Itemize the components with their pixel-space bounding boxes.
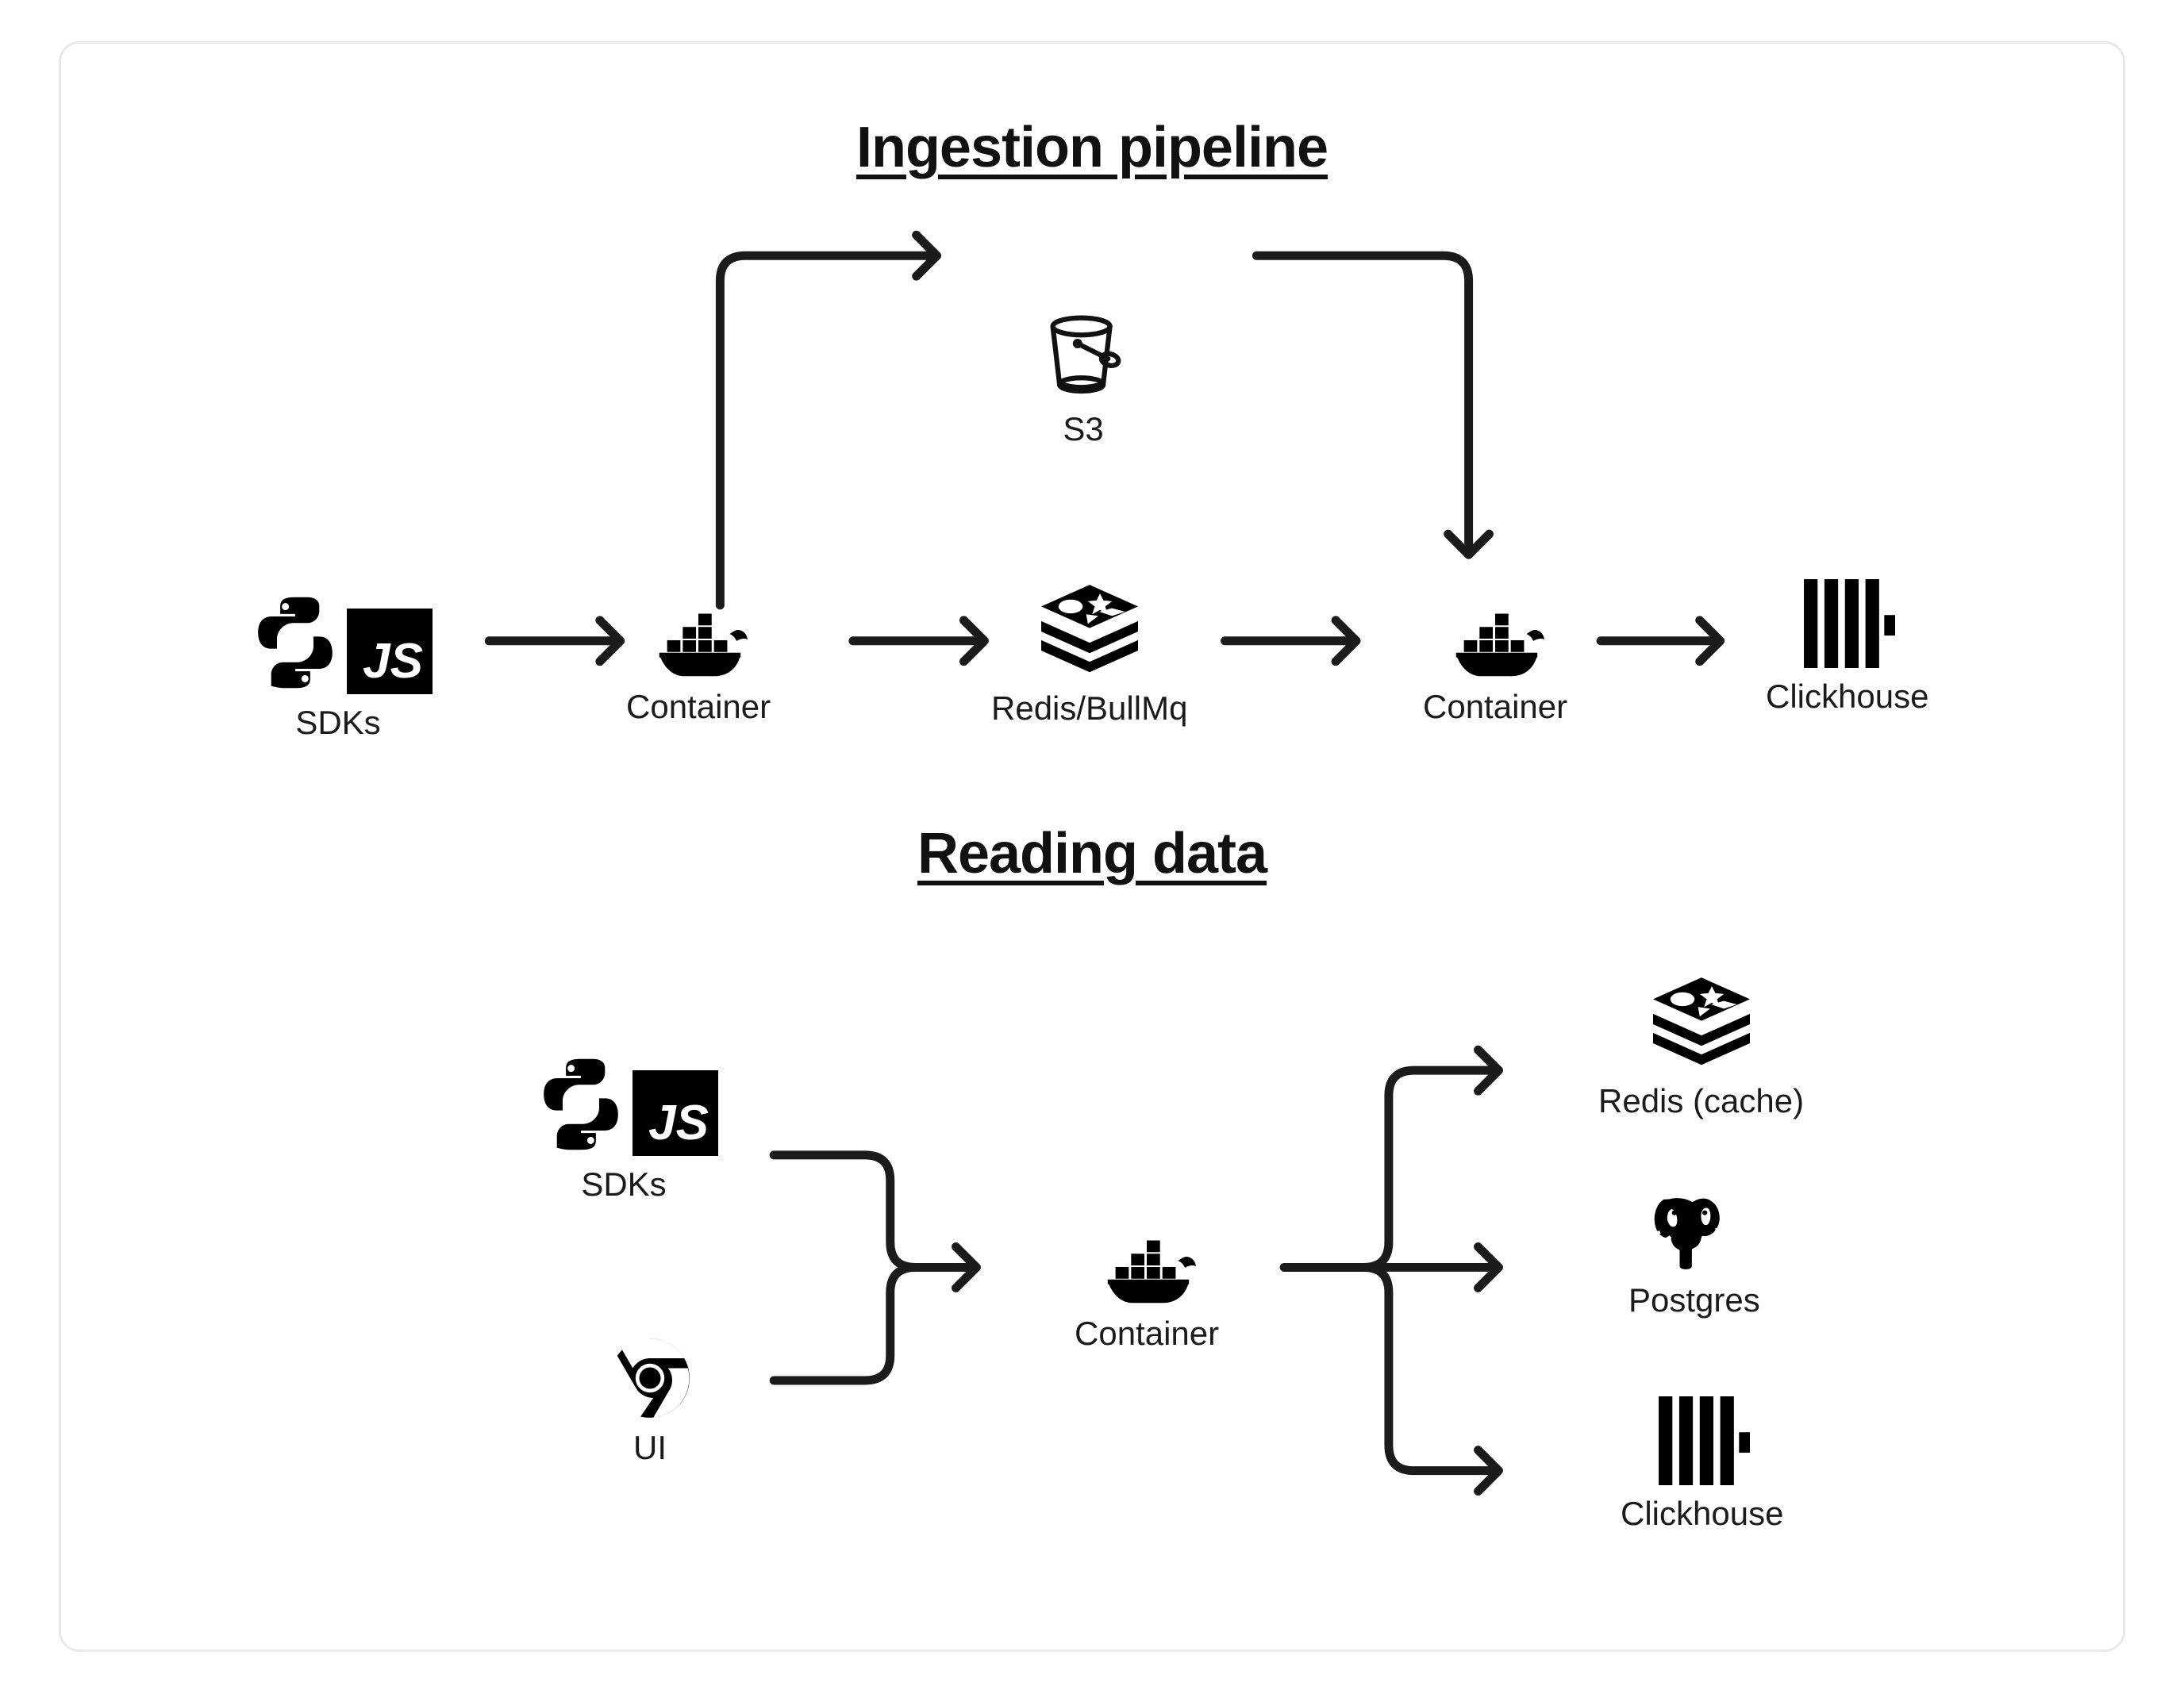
connector-layer <box>484 44 2123 1649</box>
chrome-browser-icon <box>609 1337 691 1419</box>
node-label: Postgres <box>1628 1281 1760 1319</box>
node-clickhouse-read[interactable]: Clickhouse <box>1621 1396 1783 1533</box>
javascript-logo-icon: JS <box>347 609 433 694</box>
edge-container-worker-to-clickhouse <box>1596 620 1721 662</box>
node-container-read[interactable]: Container <box>1075 1226 1219 1353</box>
node-redis-cache[interactable]: Redis (cache) <box>1598 976 1804 1120</box>
node-label: Container <box>1423 688 1568 725</box>
node-container-worker[interactable]: Container <box>1423 599 1567 726</box>
node-redis-bullmq[interactable]: Redis/BullMq <box>991 583 1187 728</box>
js-text: JS <box>648 1096 709 1150</box>
docker-whale-icon <box>648 599 748 678</box>
python-js-sdks-icon: JS <box>244 591 433 694</box>
diagram-card: Ingestion pipeline Reading data <box>59 41 2125 1652</box>
docker-whale-icon <box>1445 599 1545 678</box>
edge-sdks-to-container <box>484 620 621 662</box>
node-postgres[interactable]: Postgres <box>1628 1177 1760 1319</box>
clickhouse-bars-icon <box>1800 579 1895 668</box>
node-label: Clickhouse <box>1621 1495 1784 1532</box>
postgres-elephant-icon <box>1647 1177 1742 1272</box>
edge-container-to-redis <box>848 620 985 662</box>
docker-whale-icon <box>1097 1226 1197 1305</box>
node-ui-chrome[interactable]: UI <box>609 1337 691 1467</box>
diagram-canvas: Ingestion pipeline Reading data <box>61 44 2123 1649</box>
edge-sdks-to-container-read <box>769 1150 976 1272</box>
node-sdks-read[interactable]: JS SDKs <box>529 1053 718 1204</box>
node-label: Container <box>1075 1315 1220 1352</box>
clickhouse-bars-icon <box>1655 1396 1750 1485</box>
node-clickhouse-ingest[interactable]: Clickhouse <box>1766 579 1928 716</box>
section-title-ingestion: Ingestion pipeline <box>856 116 1328 179</box>
node-label: UI <box>633 1429 667 1466</box>
section-title-reading: Reading data <box>917 822 1267 885</box>
s3-bucket-icon <box>1036 305 1131 401</box>
javascript-logo-icon: JS <box>633 1070 718 1156</box>
node-label: Redis/BullMq <box>991 689 1188 727</box>
node-label: SDKs <box>295 704 381 741</box>
edge-container-to-clickhouse-read <box>1279 1262 1498 1491</box>
edge-container-to-s3 <box>715 235 936 610</box>
js-text: JS <box>363 634 423 689</box>
node-label: S3 <box>1063 410 1104 447</box>
node-label: Clickhouse <box>1766 678 1929 715</box>
node-label: SDKs <box>581 1165 667 1203</box>
node-sdks-ingest[interactable]: JS SDKs <box>244 591 433 742</box>
edge-redis-to-container-worker <box>1221 620 1357 662</box>
python-logo-icon <box>258 597 333 689</box>
edge-s3-to-container-worker <box>1252 251 1489 555</box>
python-js-sdks-icon: JS <box>529 1053 718 1156</box>
node-container-ingest[interactable]: Container <box>626 599 771 726</box>
python-logo-icon <box>544 1058 618 1150</box>
node-label: Redis (cache) <box>1598 1082 1805 1119</box>
edge-ui-to-container-read <box>769 1247 976 1385</box>
redis-stack-icon <box>1037 583 1142 680</box>
redis-stack-icon <box>1649 976 1754 1073</box>
edge-container-to-redis-cache <box>1279 1050 1498 1272</box>
node-s3[interactable]: S3 <box>1036 305 1131 448</box>
node-label: Container <box>626 688 771 725</box>
